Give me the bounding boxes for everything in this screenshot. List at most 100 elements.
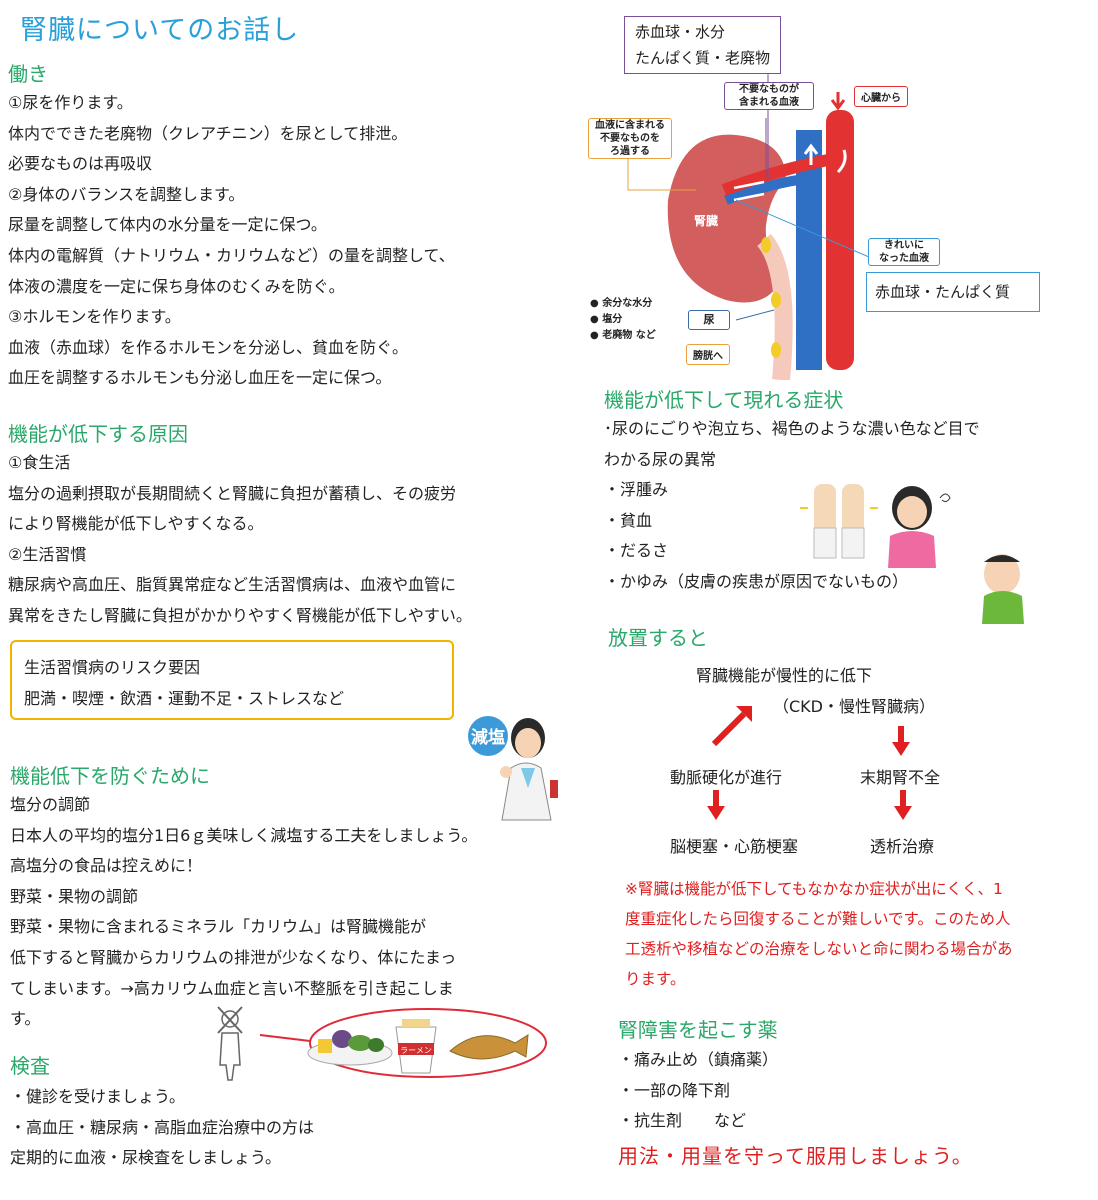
down-arrow-icon (830, 92, 846, 111)
text-line: ・浮腫み (604, 480, 669, 500)
dizzy-woman-icon (888, 486, 951, 568)
exam-heading: 検査 (10, 1054, 50, 1078)
page-title: 腎臓についてのお話し (20, 15, 300, 46)
warning-line: ります。 (625, 970, 686, 988)
text-line: ②生活習慣 (8, 544, 87, 564)
kidney-diagram: 赤血球・水分 たんぱく質・老廃物 不要なものが 含まれる血液 心臓から 血液に含… (586, 10, 1056, 380)
cup-noodle-icon: ラーメン (395, 1019, 437, 1074)
flow-arrows (707, 706, 912, 820)
warning-line: 工透析や移植などの治療をしないと命に関わる場合があ (625, 940, 1013, 958)
text-line: てしまいます。→高カリウム血症と言い不整脈を引き起こしま (10, 978, 454, 998)
bladder-label: 膀胱へ (686, 344, 730, 365)
cause-heading: 機能が低下する原因 (8, 422, 188, 446)
prevent-text: 塩分の調節 日本人の平均的塩分1日6ｇ美味しく減塩する工夫をしましょう。 高塩分… (10, 790, 477, 1035)
salt-badge-text: 減塩 (471, 727, 505, 748)
artery-shape (826, 110, 854, 370)
leave-heading: 放置すると (608, 626, 708, 650)
exam-text: ・健診を受けましょう。 ・高血圧・糖尿病・高脂血症治療中の方は 定期的に血液・尿… (10, 1082, 314, 1174)
symptom-illustrations (800, 484, 1024, 624)
flow-top-sub: （CKD・慢性腎臓病） (773, 697, 935, 716)
list-item: ● 余分な水分 (590, 298, 653, 309)
blood-contents-box: 赤血球・水分 たんぱく質・老廃物 (624, 16, 782, 74)
down-arrow-icon (894, 790, 912, 820)
flow-left-mid: 動脈硬化が進行 (670, 768, 783, 787)
risk-box-title: 生活習慣病のリスク要因 (24, 658, 201, 677)
text-line: 体内でできた老廃物（クレアチニン）を尿として排泄。 (8, 123, 408, 143)
text-line: 血圧を調整するホルモンも分泌し血圧を一定に保つ。 (8, 368, 392, 388)
text-line: わかる尿の異常 (604, 449, 717, 469)
drug-heading: 腎障害を起こす薬 (618, 1018, 778, 1042)
swollen-legs-icon (800, 484, 878, 559)
doctor-salt-reduction-illustration: 減塩 (468, 716, 558, 821)
text-line: ・かゆみ（皮膚の疾患が原因でないもの） (604, 571, 909, 591)
prevent-heading: 機能低下を防ぐために (10, 764, 210, 788)
text-line: ・痛み止め（鎮痛薬） (618, 1050, 779, 1069)
cause-text: ①食生活 塩分の過剰摂取が長期間続くと腎臓に負担が蓄積し、その疲労 により腎機能… (8, 448, 472, 632)
warning-text: ※腎臓は機能が低下してもなかなか症状が出にくく、1 度重症化したら回復することが… (625, 874, 1013, 994)
list-item: ● 塩分 (590, 314, 623, 325)
dried-fish-icon (449, 1034, 529, 1060)
text-line: により腎機能が低下しやすくなる。 (8, 514, 264, 534)
text-line: ・抗生剤 など (618, 1111, 747, 1131)
text-line: 糖尿病や高血圧、脂質異常症など生活習慣病は、血液や血管に (8, 575, 457, 595)
text-line: ･尿のにごりや泡立ち、褐色のような濃い色など目で (604, 419, 980, 438)
unneeded-blood-label: 不要なものが 含まれる血液 (724, 82, 814, 110)
flow-left-bottom: 脳梗塞・心筋梗塞 (670, 837, 799, 856)
text-line: す。 (10, 1009, 41, 1029)
text-line: ・一部の降下剤 (618, 1080, 731, 1100)
text-line: 定期的に血液・尿検査をしましょう。 (10, 1148, 282, 1168)
down-arrow-icon (892, 726, 910, 756)
text-line: 塩分の調節 (10, 795, 91, 814)
box-line: たんぱく質・老廃物 (635, 49, 771, 67)
filtered-result-box: 赤血球・たんぱく質 (866, 272, 1040, 312)
text-line: 低下すると腎臓からカリウムの排泄が少なくなり、体にたまっ (10, 947, 457, 967)
text-line: ①尿を作ります。 (8, 93, 133, 112)
function-text: ①尿を作ります。 体内でできた老廃物（クレアチニン）を尿として排泄。 必要なもの… (8, 88, 455, 394)
flow-right-bottom: 透析治療 (870, 837, 935, 856)
high-salt-food-illustration: ラーメン (217, 1006, 547, 1081)
dosage-reminder: 用法・用量を守って服用しましょう。 (618, 1144, 973, 1168)
box-line: 赤血球・水分 (635, 23, 726, 41)
food-thought-bubble (309, 1008, 547, 1078)
risk-box-text: 肥満・喫煙・飲酒・運動不足・ストレスなど (24, 689, 345, 708)
flow-top: 腎臓機能が慢性的に低下 (696, 666, 873, 685)
text-line: 体内の電解質（ナトリウム・カリウムなど）の量を調整して、 (8, 245, 455, 265)
text-line: ・高血圧・糖尿病・高脂血症治療中の方は (10, 1117, 315, 1137)
text-line: ・貧血 (604, 510, 653, 530)
up-right-arrow-icon (711, 706, 752, 747)
text-line: ・だるさ (604, 541, 669, 561)
from-heart-label: 心臓から (854, 86, 908, 107)
drug-text: ・痛み止め（鎮痛薬） ・一部の降下剤 ・抗生剤 など (618, 1045, 778, 1137)
symptom-heading: 機能が低下して現れる症状 (604, 388, 844, 412)
text-line: ③ホルモンを作ります。 (8, 307, 181, 327)
warning-line: ※腎臓は機能が低下してもなかなか症状が出にくく、1 (625, 880, 1003, 898)
urine-label: 尿 (688, 310, 730, 330)
down-arrow-icon (707, 790, 725, 820)
text-line: 野菜・果物の調節 (10, 886, 139, 906)
pickles-icon (307, 1030, 393, 1066)
text-line: 体液の濃度を一定に保ち身体のむくみを防ぐ。 (8, 276, 345, 296)
text-line: 塩分の過剰摂取が長期間続くと腎臓に負担が蓄積し、その疲労 (8, 483, 457, 503)
symptom-text: ･尿のにごりや泡立ち、褐色のような濃い色など目で わかる尿の異常 ・浮腫み ・貧… (604, 414, 980, 598)
no-gesture-person-icon (217, 1006, 243, 1081)
tired-boy-icon (982, 554, 1024, 624)
filter-label: 血液に含まれる 不要なものを ろ過する (588, 118, 672, 159)
function-heading: 働き (8, 62, 48, 86)
kidney-label: 腎臓 (694, 214, 719, 228)
text-line: 異常をきたし腎臓に負担がかかりやすく腎機能が低下しやすい。 (8, 605, 472, 625)
text-line: ①食生活 (8, 453, 71, 472)
text-line: 尿量を調整して体内の水分量を一定に保つ。 (8, 215, 327, 235)
flow-right-mid: 末期腎不全 (860, 768, 941, 787)
text-line: 高塩分の食品は控えめに！ (10, 856, 203, 876)
clean-blood-label: きれいに なった血液 (868, 238, 940, 266)
text-line: ・健診を受けましょう。 (10, 1087, 186, 1106)
text-line: ②身体のバランスを調整します。 (8, 184, 245, 204)
warning-line: 度重症化したら回復することが難しいです。このため人 (625, 910, 1011, 928)
text-line: 必要なものは再吸収 (8, 154, 153, 174)
text-line: 日本人の平均的塩分1日6ｇ美味しく減塩する工夫をしましょう。 (10, 825, 478, 845)
urine-contents-list: ● 余分な水分 ● 塩分 ● 老廃物 など (590, 296, 656, 344)
text-line: 血液（赤血球）を作るホルモンを分泌し、貧血を防ぐ。 (8, 337, 409, 357)
list-item: ● 老廃物 など (590, 330, 656, 341)
noodle-label: ラーメン (400, 1046, 432, 1055)
text-line: 野菜・果物に含まれるミネラル「カリウム」は腎臓機能が (10, 917, 427, 937)
